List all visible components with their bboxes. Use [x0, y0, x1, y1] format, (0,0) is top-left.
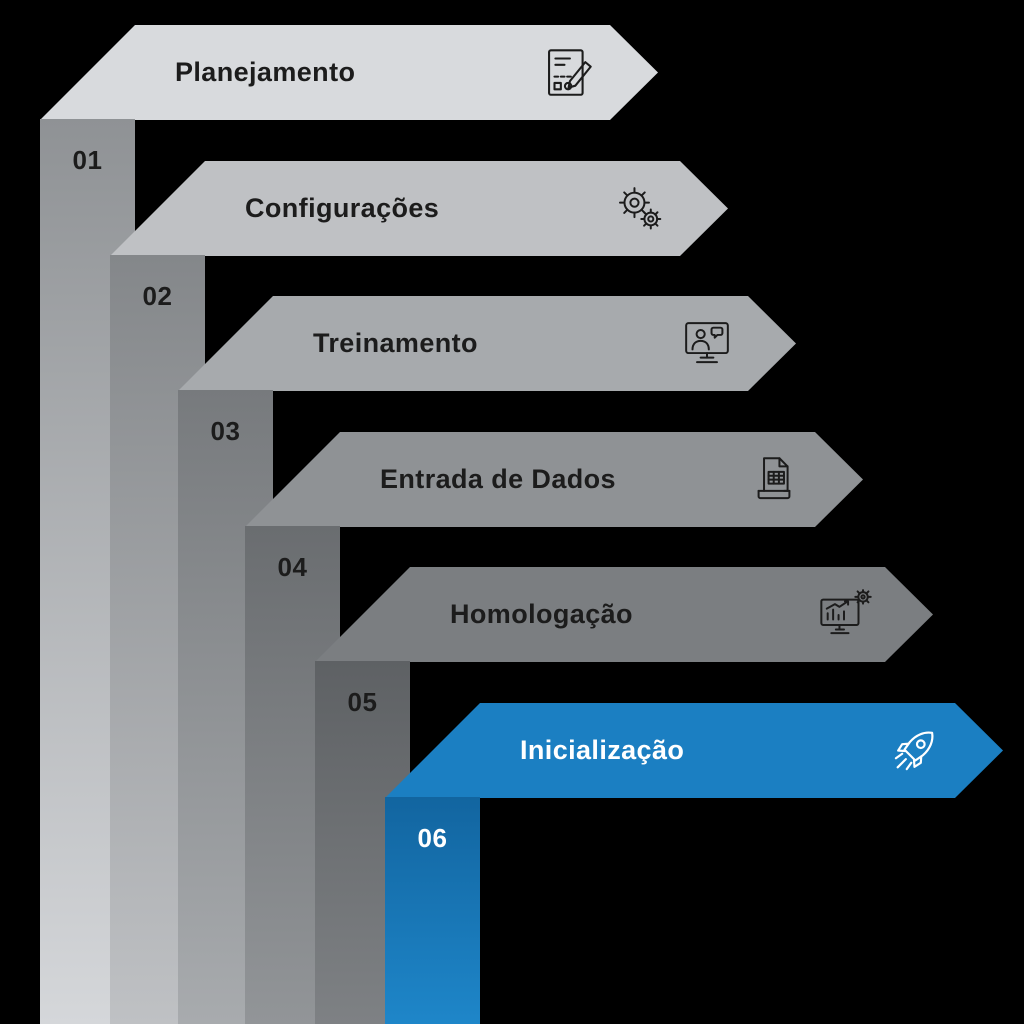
step-label: Homologação	[450, 599, 633, 629]
document-data-icon	[745, 451, 803, 509]
analytics-monitor-gear-icon	[815, 586, 873, 644]
step-banner: Treinamento	[178, 296, 796, 391]
step-label: Inicialização	[520, 735, 685, 765]
rocket-icon	[885, 722, 943, 780]
blueprint-pencil-icon	[540, 44, 598, 102]
step-homologacao: Homologação 05	[315, 567, 933, 1024]
step-banner: Homologação	[315, 567, 933, 662]
step-banner: Inicialização	[385, 703, 1003, 798]
step-inicializacao: Inicialização 06	[385, 703, 1003, 1024]
gears-icon	[610, 180, 668, 238]
step-number: 01	[72, 145, 103, 175]
step-number: 06	[417, 823, 448, 853]
step-banner: Configurações	[110, 161, 728, 256]
step-number: 04	[277, 552, 308, 582]
step-number: 05	[347, 687, 378, 717]
step-label: Configurações	[245, 193, 440, 223]
step-label: Planejamento	[175, 57, 356, 87]
step-banner: Entrada de Dados	[245, 432, 863, 527]
step-label: Treinamento	[313, 328, 478, 358]
step-number: 02	[142, 281, 173, 311]
step-banner: Planejamento	[40, 25, 658, 120]
step-ribbon: 06	[385, 797, 480, 1024]
training-monitor-icon	[678, 315, 736, 373]
step-number: 03	[210, 416, 241, 446]
step-label: Entrada de Dados	[380, 464, 616, 494]
